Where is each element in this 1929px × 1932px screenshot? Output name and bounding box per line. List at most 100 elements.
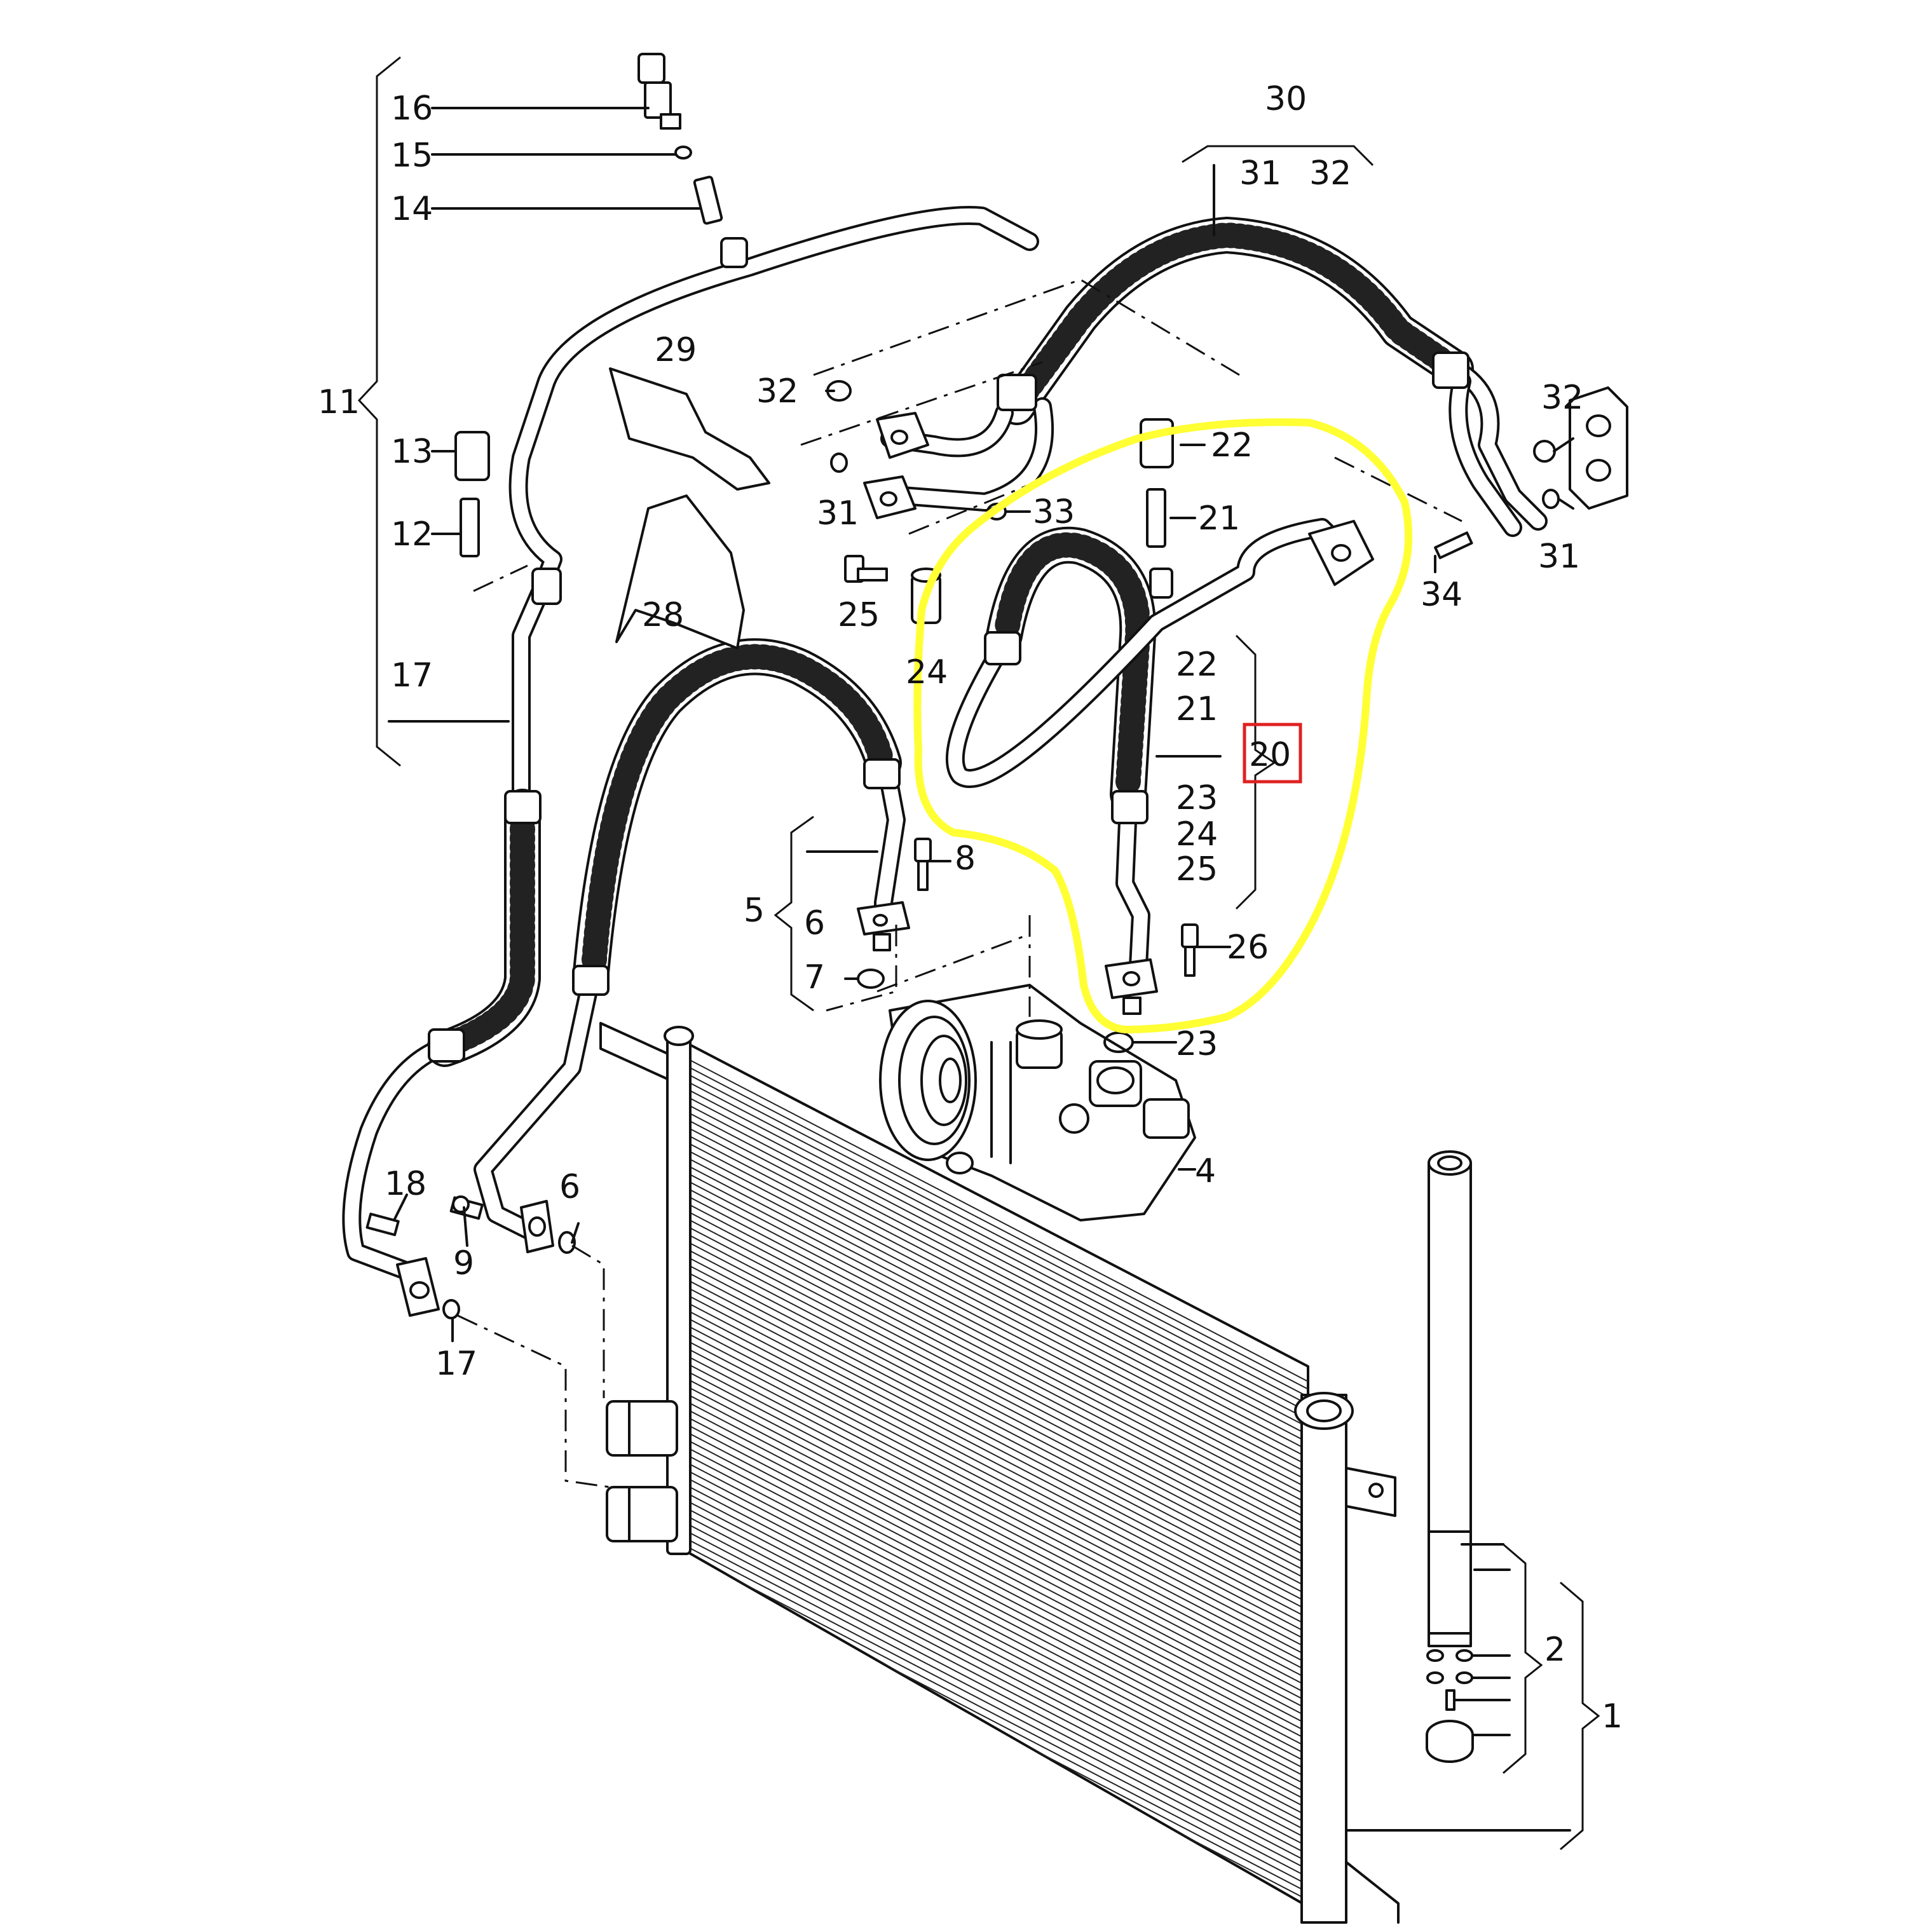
group-label-25: 25: [1176, 850, 1218, 888]
dryer-cartridge: [1428, 1162, 1472, 1647]
label-11: 11: [318, 383, 360, 421]
group-label-22: 22: [1176, 646, 1218, 684]
label-32-right: 32: [1541, 379, 1583, 417]
o-ring-32b: [1533, 440, 1556, 463]
condenser-fin-line: [685, 1428, 1308, 1760]
group-label-23: 23: [1176, 779, 1218, 817]
o-ring-31: [830, 452, 848, 473]
compressor: [879, 984, 1196, 1221]
condenser-mount: [606, 1400, 678, 1457]
condenser-fin-line: [685, 1398, 1308, 1729]
condenser-fin-line: [685, 1108, 1308, 1439]
bracket-28: [615, 494, 745, 650]
label-12: 12: [391, 515, 433, 554]
label-26: 26: [1227, 929, 1269, 967]
condenser-fin-line: [685, 1207, 1308, 1539]
condenser-fin-line: [685, 1550, 1308, 1882]
condenser-fin-line: [685, 1276, 1308, 1607]
label-8: 8: [955, 840, 976, 878]
condenser-fin-line: [685, 1352, 1308, 1684]
condenser-fin-line: [685, 1367, 1308, 1699]
hose-20: [945, 518, 1374, 1015]
condenser-fin-line: [685, 1504, 1308, 1836]
valve-12: [460, 498, 480, 557]
condenser-fin-line: [685, 1489, 1308, 1821]
condenser-fin-line: [685, 1420, 1308, 1752]
label-5: 5: [744, 892, 765, 930]
condenser-fin-line: [685, 1344, 1308, 1676]
hose-30: [863, 217, 1548, 537]
condenser-fin-line: [685, 1100, 1308, 1432]
label-25-left: 25: [838, 596, 880, 634]
clip-29: [609, 367, 770, 491]
hose-5: [474, 638, 910, 1242]
o-ring-31b: [1542, 489, 1560, 509]
condenser-fin-line: [685, 1283, 1308, 1615]
condenser-tank-top: [1294, 1392, 1354, 1430]
hose-17: [342, 789, 542, 1281]
condenser-fin-line: [685, 1359, 1308, 1691]
condenser-fin-line: [685, 1222, 1308, 1554]
condenser-fin-line: [685, 1138, 1308, 1470]
condenser-fin-line: [685, 1260, 1308, 1592]
callouts: 16 15 14 11 13 12 17 29 28 32 31 33 25 2…: [318, 80, 1623, 1736]
condenser-fin-line: [685, 1161, 1308, 1493]
condenser-fin-line: [685, 1520, 1308, 1851]
compressor-pulley: [879, 1000, 977, 1161]
condenser-fin-line: [685, 1054, 1308, 1386]
condenser-fin-line: [685, 1176, 1308, 1508]
condenser-fin-line: [685, 1077, 1308, 1409]
condenser-fin-line: [685, 1214, 1308, 1546]
condenser-fins: [685, 1054, 1308, 1907]
bolt-26: [1181, 923, 1199, 948]
label-18: 18: [385, 1165, 426, 1203]
condenser-fin-line: [685, 1291, 1308, 1622]
condenser-fin-line: [685, 1382, 1308, 1714]
label-1: 1: [1602, 1697, 1623, 1736]
label-30: 30: [1265, 80, 1307, 118]
label-31-right: 31: [1538, 538, 1580, 576]
valve-14: [693, 175, 723, 225]
label-31-top: 31: [1239, 154, 1281, 193]
label-31-left: 31: [817, 494, 859, 533]
condenser-fin-line: [685, 1542, 1308, 1874]
condenser-left-tank: [666, 1031, 692, 1555]
condenser-fin-line: [685, 1314, 1308, 1645]
condenser-fin-line: [685, 1306, 1308, 1638]
condenser-fin-line: [685, 1329, 1308, 1661]
label-34: 34: [1421, 576, 1462, 614]
condenser-fin-line: [685, 1337, 1308, 1668]
condenser-fin-line: [685, 1230, 1308, 1561]
highlight-outline: [913, 418, 1413, 1033]
condenser-fin-line: [685, 1062, 1308, 1394]
condenser-fin-line: [685, 1192, 1308, 1523]
label-13: 13: [391, 433, 433, 471]
label-2: 2: [1544, 1631, 1565, 1669]
label-7: 7: [804, 958, 825, 997]
condenser-fin-line: [685, 1298, 1308, 1630]
condenser-fin-line: [685, 1459, 1308, 1790]
small-parts: [454, 53, 1628, 1053]
condenser-fin-line: [685, 1253, 1308, 1584]
condenser-fin-line: [685, 1375, 1308, 1706]
label-6-top: 6: [804, 904, 825, 942]
condenser-fin-line: [685, 1115, 1308, 1447]
condenser-fin-line: [685, 1466, 1308, 1798]
label-33: 33: [1033, 493, 1075, 531]
pipe-14-17: [508, 206, 1039, 810]
label-24-left: 24: [906, 653, 948, 691]
switch-16: [637, 53, 665, 84]
condenser-fin-line: [685, 1184, 1308, 1516]
condenser-fin-line: [685, 1085, 1308, 1417]
label-28: 28: [642, 596, 684, 634]
label-17-top: 17: [391, 656, 433, 695]
condenser-fin-line: [685, 1535, 1308, 1867]
label-29: 29: [655, 331, 697, 369]
label-17-bottom: 17: [435, 1345, 477, 1383]
receiver-dryer: [1426, 1150, 1474, 1763]
condenser-fin-line: [685, 1237, 1308, 1569]
fittings-left: [365, 1195, 576, 1319]
condenser-fin-line: [685, 1245, 1308, 1577]
bolt-34: [1434, 531, 1473, 559]
